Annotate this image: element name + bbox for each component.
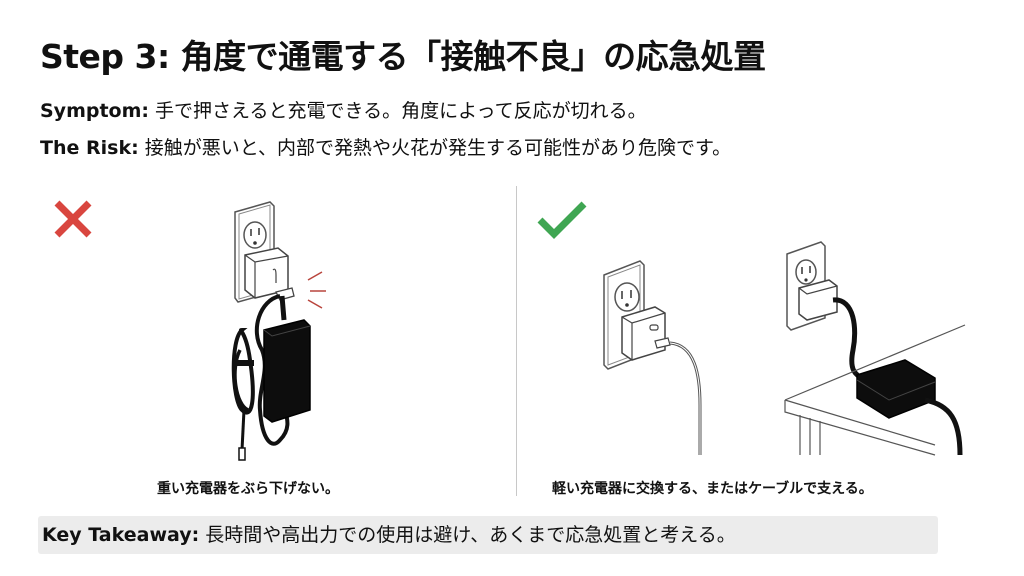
good-caption: 軽い充電器に交換する、またはケーブルで支える。 bbox=[552, 481, 873, 497]
check-icon bbox=[537, 201, 587, 239]
symptom-text: 手で押さえると充電できる。角度によって反応が切れる。 bbox=[149, 100, 647, 122]
light-charger-illustration bbox=[603, 260, 702, 455]
risk-text: 接触が悪いと、内部で発熱や火花が発生する可能性があり危険です。 bbox=[138, 137, 732, 159]
cross-icon bbox=[54, 200, 92, 238]
takeaway-text: 長時間や高出力での使用は避け、あくまで応急処置と考える。 bbox=[199, 524, 736, 546]
key-takeaway: Key Takeaway: 長時間や高出力での使用は避け、あくまで応急処置と考え… bbox=[38, 516, 938, 554]
symptom-line: Symptom: 手で押さえると充電できる。角度によって反応が切れる。 bbox=[40, 96, 647, 123]
hanging-charger-illustration bbox=[231, 201, 326, 461]
bad-caption: 重い充電器をぶら下げない。 bbox=[157, 481, 339, 497]
desk-supported-charger-illustration bbox=[784, 241, 966, 456]
takeaway-label: Key Takeaway: bbox=[42, 524, 200, 546]
symptom-label: Symptom: bbox=[40, 100, 149, 122]
page-title: Step 3: 角度で通電する「接触不良」の応急処置 bbox=[40, 37, 766, 76]
risk-line: The Risk: 接触が悪いと、内部で発熱や火花が発生する可能性があり危険です… bbox=[40, 133, 731, 160]
risk-label: The Risk: bbox=[40, 137, 139, 159]
panel-divider bbox=[516, 186, 517, 496]
